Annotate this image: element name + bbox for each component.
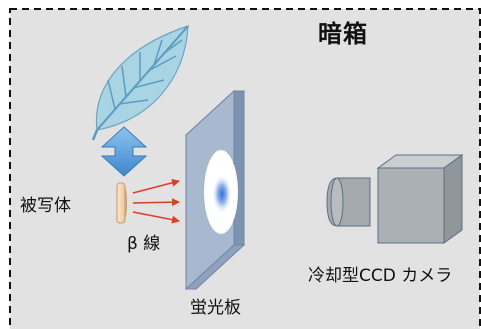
camera-label: 冷却型CCD カメラ [308, 266, 453, 286]
beta-arrow [132, 198, 180, 207]
screen-label: 蛍光板 [190, 298, 241, 318]
beta-ray-label: β 線 [127, 234, 161, 254]
beta-rays [132, 178, 180, 224]
diagram-title: 暗箱 [318, 20, 368, 48]
beta-arrow [132, 178, 180, 194]
ccd-camera-icon [326, 154, 464, 244]
double-arrow-icon [100, 126, 148, 177]
fluorescent-screen-icon [184, 89, 246, 291]
sample-disc-icon [116, 182, 127, 224]
leaf-icon [91, 25, 189, 141]
beta-arrow [132, 211, 180, 224]
subject-label: 被写体 [20, 196, 71, 216]
fluorescence-glow [212, 174, 232, 214]
